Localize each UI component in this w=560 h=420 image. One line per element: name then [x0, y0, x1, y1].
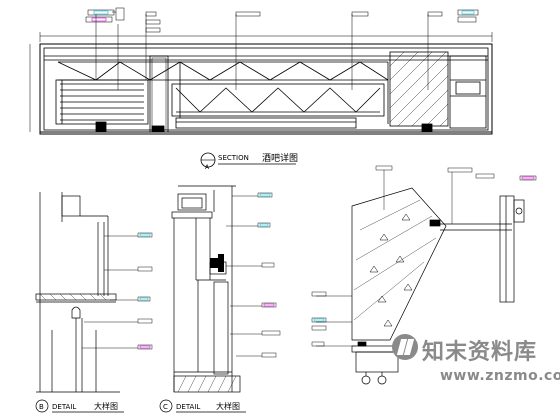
- detail-d-drawing: [311, 165, 537, 385]
- section-title: 酒吧详图: [262, 152, 298, 164]
- detail-c-drawing: [171, 185, 281, 393]
- watermark-name: 知末资料库: [422, 340, 538, 365]
- detail-c-title-block: C DETAIL 大样图: [159, 399, 246, 413]
- watermark: 知末资料库 www.znzmo.com: [388, 332, 560, 404]
- detail-c-label: DETAIL: [176, 403, 200, 411]
- detail-b-colored-tags: [139, 233, 151, 349]
- section-callouts-colored: [91, 10, 475, 22]
- section-letter: A: [205, 164, 210, 171]
- detail-c-title: 大样图: [216, 401, 240, 411]
- watermark-logo-icon: [392, 334, 418, 360]
- detail-b-letter: B: [39, 403, 44, 411]
- detail-b-label: DETAIL: [52, 403, 76, 411]
- section-elevation: [29, 32, 493, 135]
- detail-b-title: 大样图: [94, 401, 118, 411]
- section-title-block: A SECTION 酒吧详图: [200, 152, 298, 171]
- detail-c-colored-tags: [259, 193, 275, 307]
- detail-b-title-block: B DETAIL 大样图: [35, 399, 124, 413]
- detail-marker-icon: [159, 399, 173, 413]
- detail-marker-icon: [35, 399, 49, 413]
- detail-c-letter: C: [163, 403, 168, 411]
- section-callouts: [85, 7, 479, 90]
- detail-b-drawing: [35, 192, 153, 393]
- section-label: SECTION: [218, 154, 249, 162]
- watermark-url: www.znzmo.com: [440, 368, 560, 384]
- detail-d-colored-tags: [313, 176, 535, 322]
